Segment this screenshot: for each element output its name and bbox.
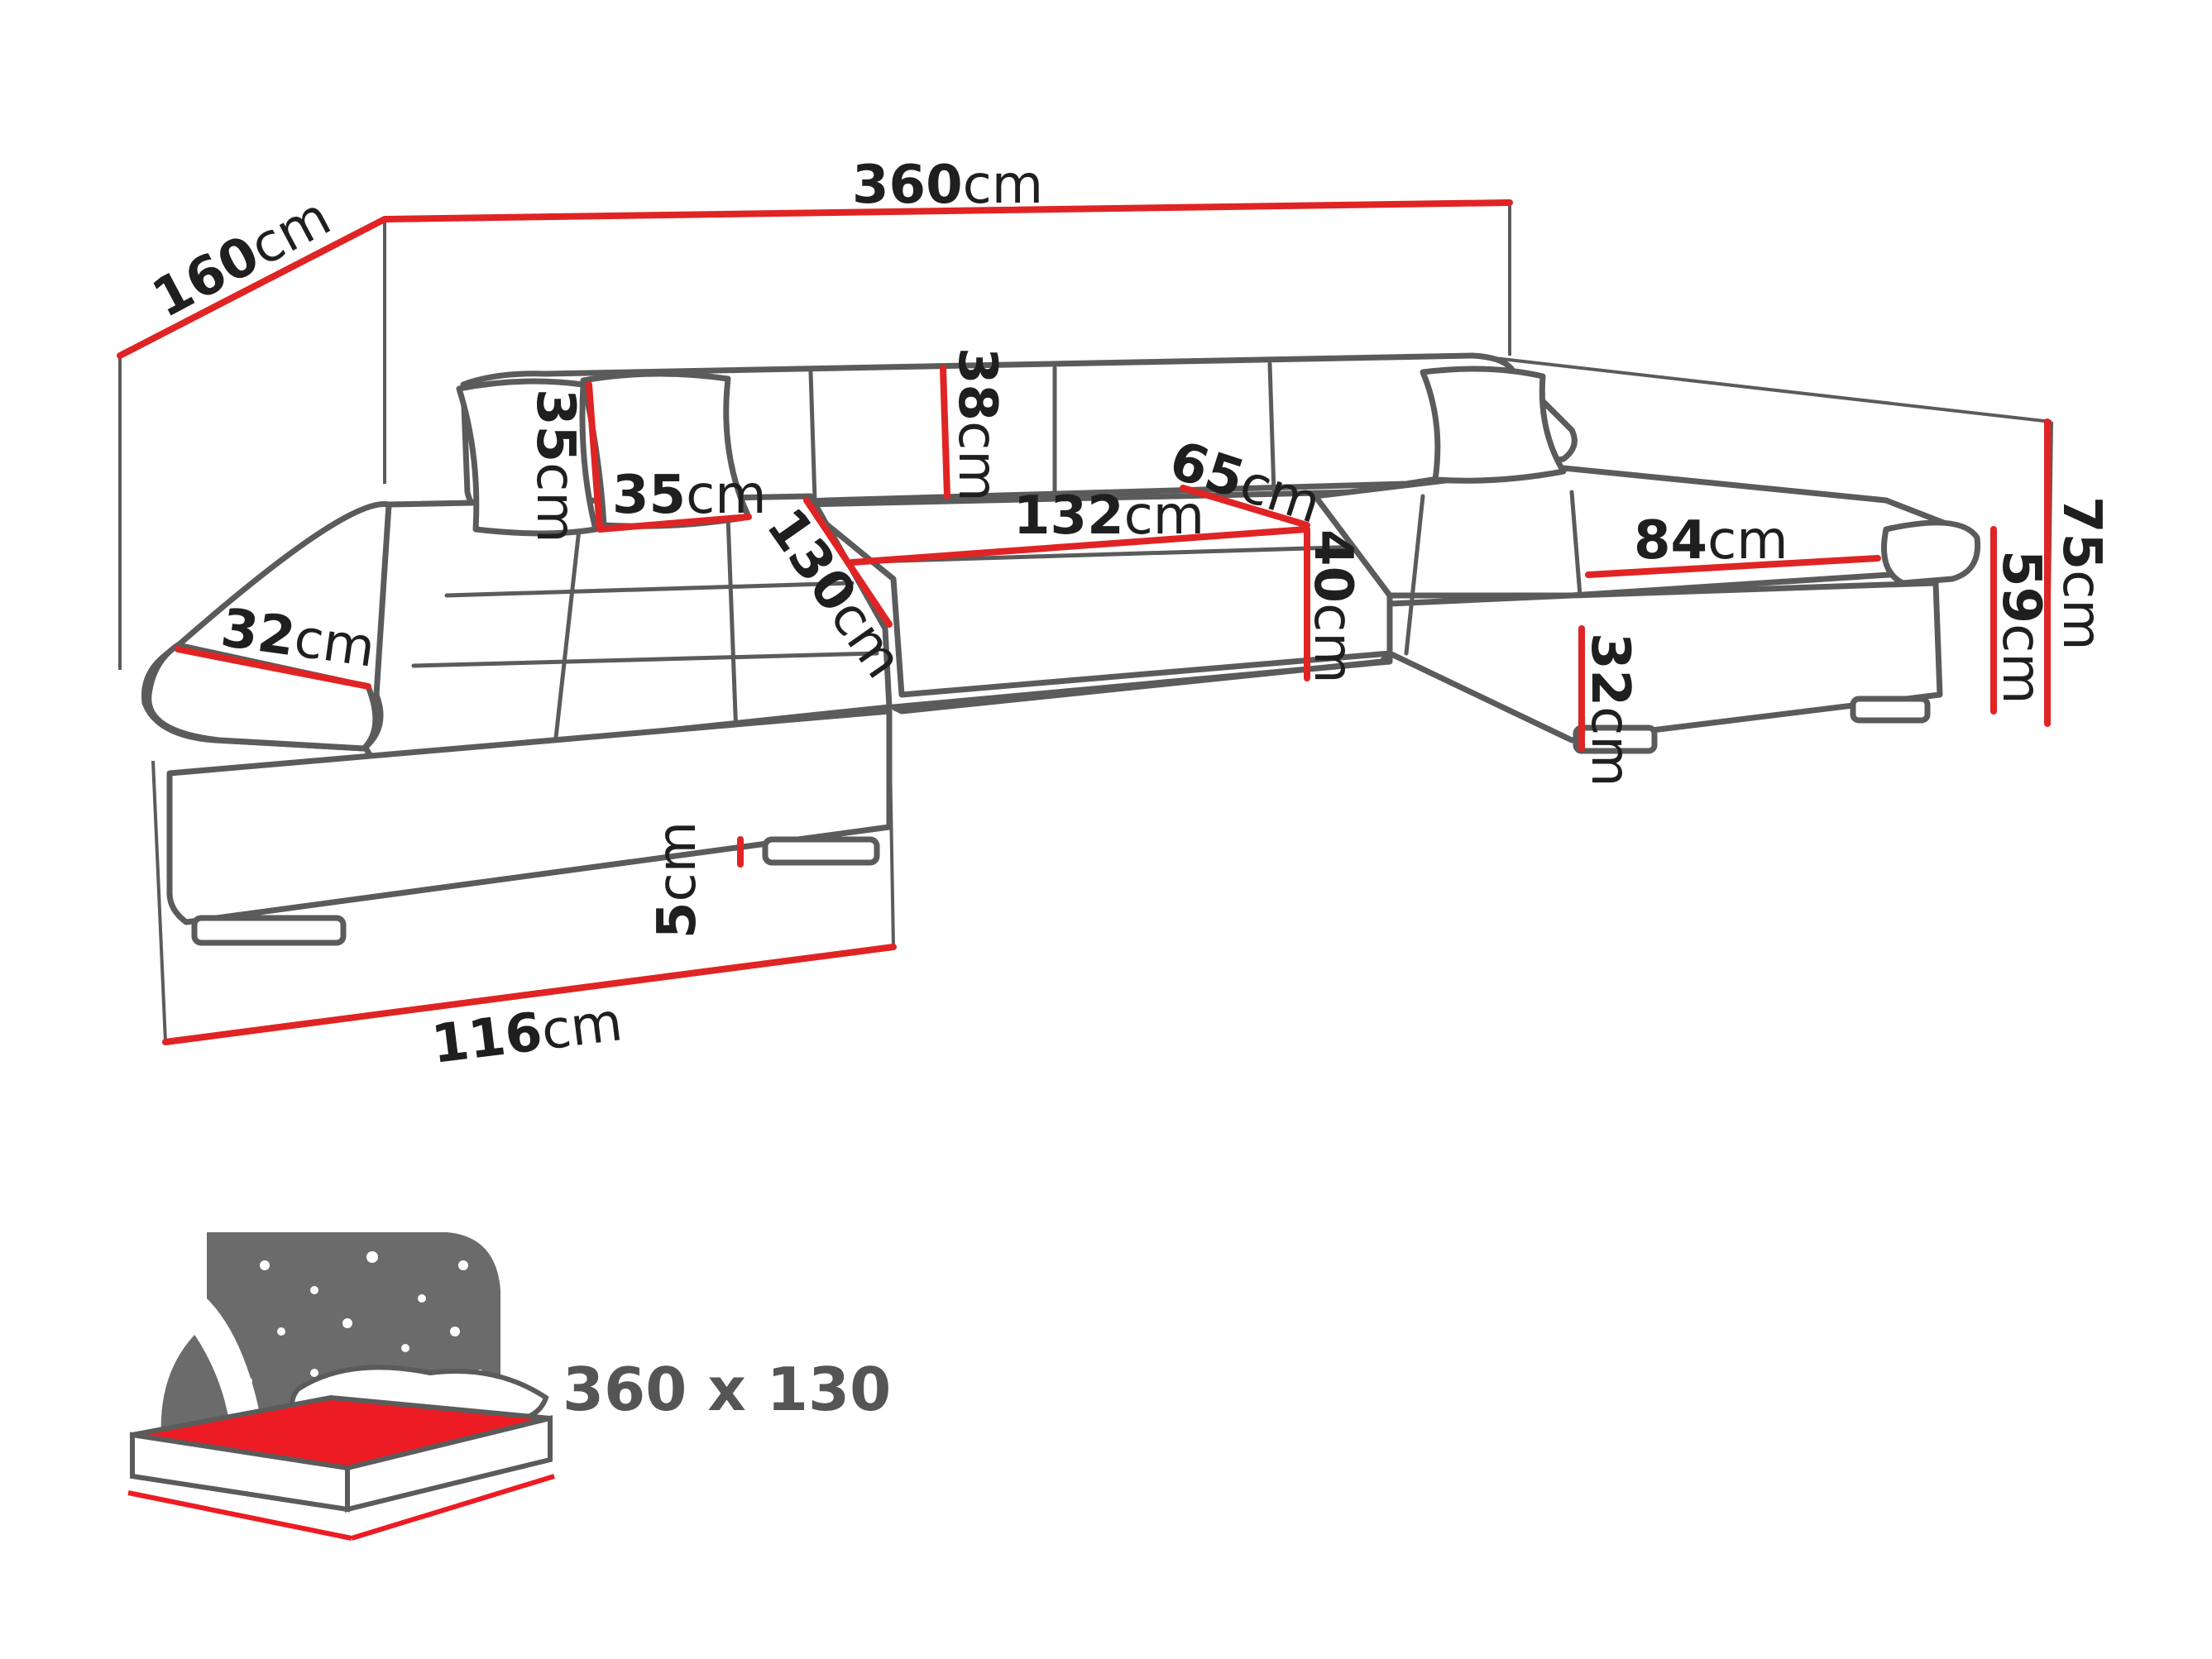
left-foot-front (191, 915, 347, 946)
left-foot-back (762, 836, 880, 866)
label-right-seat-height: 59cm (1990, 550, 2052, 705)
left-chaise-base (166, 708, 893, 925)
label-armrest-width-left: 32cm (218, 598, 379, 680)
label-leg-height: 5cm (647, 821, 708, 939)
dim-line-right-chaise-width (1585, 555, 1881, 578)
bed-length-arrow (127, 1490, 352, 1541)
dim-line-left-chaise-width (162, 944, 897, 1045)
bed-size-label: 360 x 130 (563, 1355, 891, 1424)
label-cushion-width: 35cm (612, 465, 767, 526)
right-armrest (1881, 519, 1981, 586)
dim-line-armrest-width-left (175, 646, 371, 690)
dim-line-cushion-width (596, 514, 752, 533)
dim-line-overall-width (381, 199, 1513, 222)
right-foot-back (1850, 696, 1931, 724)
dim-line-cushion-height (586, 381, 603, 533)
label-right-height: 75cm (2051, 496, 2112, 651)
dim-line-seat-width (849, 526, 1310, 566)
sleeping-bed-night-icon: 360 x 130 (127, 1232, 891, 1541)
left-armrest-pad (146, 642, 379, 752)
right-foot-front (1573, 724, 1658, 754)
label-back-height: 38cm (946, 347, 1008, 502)
dim-line-back-height (940, 365, 950, 500)
label-left-chaise-width: 116cm (429, 992, 625, 1076)
right-chaise-base (1386, 580, 1943, 743)
label-seat-front-height: 40cm (1302, 529, 1363, 684)
label-seat-width: 132cm (1013, 485, 1204, 547)
dim-line-chaise-depth (803, 497, 893, 628)
label-overall-width: 360cm (852, 155, 1043, 216)
mattress-end (345, 1415, 553, 1513)
label-right-base-height: 32cm (1579, 633, 1640, 787)
dim-line-seat-depth (1180, 485, 1310, 528)
back-cushion-right (1420, 366, 1567, 484)
label-right-chaise-width: 84cm (1634, 510, 1788, 571)
sofa-drawing (141, 352, 1981, 946)
dim-line-left-depth (117, 216, 388, 359)
dimension-lines (117, 199, 2051, 1045)
moon-curve-icon (161, 1294, 265, 1439)
label-cushion-height: 35cm (524, 389, 586, 543)
back-cushion-left-1 (456, 378, 599, 537)
